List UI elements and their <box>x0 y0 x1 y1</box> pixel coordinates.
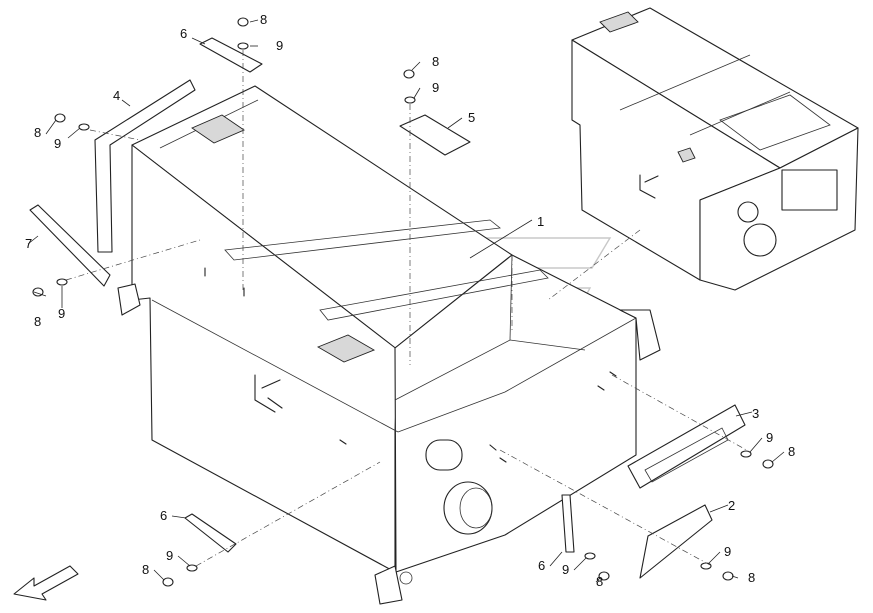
callout-labels: 1 2 3 4 5 6 6 6 7 8 8 8 8 8 8 8 8 9 9 9 … <box>25 12 795 589</box>
assembled-tank-inset <box>571 7 859 291</box>
callout-8b: 8 <box>432 54 439 69</box>
callout-8h: 8 <box>596 574 603 589</box>
leader-lines <box>27 19 785 583</box>
callout-6a: 6 <box>180 26 187 41</box>
mounting-brackets <box>29 37 746 579</box>
bracket-4 <box>94 79 196 253</box>
callout-8a: 8 <box>260 12 267 27</box>
bracket-5 <box>399 114 471 156</box>
bracket-7 <box>29 204 111 287</box>
bracket-6-bottom <box>184 513 237 553</box>
callout-8c: 8 <box>34 125 41 140</box>
assembly-centerlines <box>65 50 751 567</box>
arrow-icon <box>13 565 79 601</box>
bracket-6-top <box>199 37 263 73</box>
callout-9a: 9 <box>276 38 283 53</box>
callout-2: 2 <box>728 498 735 513</box>
callout-9b: 9 <box>432 80 439 95</box>
callout-8d: 8 <box>34 314 41 329</box>
callout-9g: 9 <box>166 548 173 563</box>
fasteners <box>32 17 774 587</box>
callout-8f: 8 <box>748 570 755 585</box>
callout-6c: 6 <box>538 558 545 573</box>
callout-3: 3 <box>752 406 759 421</box>
callout-1: 1 <box>537 214 544 229</box>
callout-5: 5 <box>468 110 475 125</box>
callout-8g: 8 <box>142 562 149 577</box>
bracket-3 <box>627 404 746 489</box>
callout-9d: 9 <box>58 306 65 321</box>
callout-9h: 9 <box>562 562 569 577</box>
callout-4: 4 <box>113 88 120 103</box>
callout-6b: 6 <box>160 508 167 523</box>
callout-9e: 9 <box>766 430 773 445</box>
callout-9c: 9 <box>54 136 61 151</box>
bracket-2 <box>639 504 713 579</box>
callout-9f: 9 <box>724 544 731 559</box>
main-tank <box>117 85 661 605</box>
bracket-6-vertical <box>561 494 575 553</box>
callout-7: 7 <box>25 236 32 251</box>
callout-8e: 8 <box>788 444 795 459</box>
